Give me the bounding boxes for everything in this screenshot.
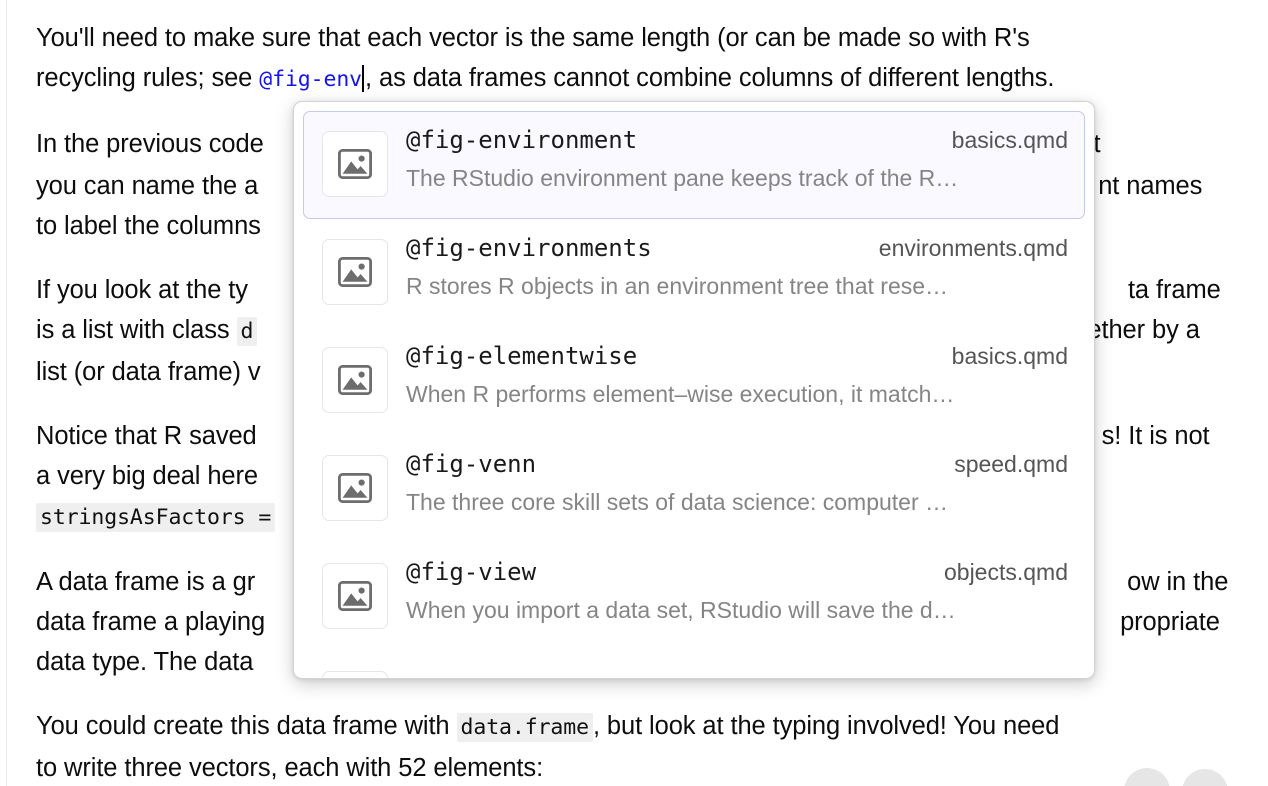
paragraph-4-line3[interactable]: stringsAsFactors = — [36, 496, 1236, 538]
paragraph-1-line2[interactable]: recycling rules; see @fig-env, as data f… — [36, 58, 1236, 100]
text-run: propriate — [1120, 608, 1220, 636]
autocomplete-item[interactable] — [303, 651, 1085, 678]
autocomplete-item-id: @fig-view — [406, 558, 537, 586]
text-run: ow in the — [1127, 568, 1229, 596]
text-cursor — [362, 65, 365, 92]
autocomplete-item-body — [406, 664, 1068, 677]
text-run: data frame a playing — [36, 608, 266, 636]
fab-right-button[interactable] — [1182, 769, 1228, 786]
autocomplete-item-description: When you import a data set, RStudio will… — [406, 597, 956, 623]
autocomplete-item-id: @fig-venn — [406, 450, 537, 478]
image-placeholder-icon — [322, 347, 388, 413]
fab-left-button[interactable] — [1124, 768, 1170, 786]
text-run: ether by a — [1087, 316, 1200, 344]
autocomplete-item-description: R stores R objects in an environment tre… — [406, 273, 949, 299]
inline-code[interactable]: d — [236, 317, 258, 346]
paragraph-5-line2[interactable]: data frame a playing propriate — [36, 602, 1236, 642]
autocomplete-item-header: @fig-elementwise basics.qmd — [406, 342, 1068, 370]
paragraph-5[interactable]: A data frame is a gr ow in the — [36, 562, 1236, 602]
paragraph-4-line2[interactable]: a very big deal here — [36, 456, 1236, 496]
image-placeholder-icon — [322, 239, 388, 305]
text-run: is a list with class — [36, 316, 237, 344]
window-gutter-divider — [6, 0, 7, 786]
autocomplete-item-id: @fig-elementwise — [406, 342, 638, 370]
text-run: , but look at the typing involved! You n… — [592, 712, 1060, 740]
text-run: In the previous code — [36, 130, 264, 158]
inline-code[interactable]: stringsAsFactors = — [36, 503, 276, 532]
text-run: Notice that R saved — [36, 422, 264, 450]
text-run: a very big deal here — [36, 462, 258, 490]
text-run: to write three vectors, each with 52 ele… — [36, 754, 544, 782]
paragraph-3-line2[interactable]: is a list with class d ether by a — [36, 310, 1236, 352]
text-run: recycling rules; see — [36, 64, 260, 92]
text-run: list (or data frame) v — [36, 358, 261, 386]
paragraph-4[interactable]: Notice that R saved s! It is not — [36, 416, 1236, 456]
text-run: nt names — [1098, 172, 1203, 200]
autocomplete-item-description: The three core skill sets of data scienc… — [406, 489, 949, 515]
autocomplete-item-description: The RStudio environment pane keeps track… — [406, 165, 959, 191]
paragraph-5-line3[interactable]: data type. The data — [36, 642, 1236, 682]
text-run: A data frame is a gr — [36, 568, 256, 596]
image-placeholder-icon — [322, 563, 388, 629]
image-placeholder-icon — [322, 131, 388, 197]
paragraph-1[interactable]: You'll need to make sure that each vecto… — [36, 18, 1236, 58]
autocomplete-item-header: @fig-environment basics.qmd — [406, 126, 1068, 154]
paragraph-6-line2[interactable]: to write three vectors, each with 52 ele… — [36, 748, 1236, 786]
text-run: data type. The data — [36, 648, 254, 676]
autocomplete-item-filename: speed.qmd — [954, 451, 1068, 477]
autocomplete-item-filename: basics.qmd — [951, 127, 1068, 153]
paragraph-3[interactable]: If you look at the ty ta frame — [36, 270, 1236, 310]
text-run: If you look at the ty — [36, 276, 248, 304]
text-run: s! It is not — [1101, 422, 1210, 450]
autocomplete-item-header: @fig-venn speed.qmd — [406, 450, 1068, 478]
image-placeholder-icon — [322, 455, 388, 521]
autocomplete-item-id: @fig-environment — [406, 126, 638, 154]
text-run: You could create this data frame with — [36, 712, 457, 740]
autocomplete-item-filename: environments.qmd — [878, 235, 1068, 261]
text-run: ta frame — [1127, 276, 1221, 304]
text-run: you can name the a — [36, 172, 259, 200]
autocomplete-item[interactable]: @fig-environments environments.qmd R store… — [303, 219, 1085, 327]
paragraph-6[interactable]: You could create this data frame with da… — [36, 706, 1236, 748]
autocomplete-item-header: @fig-view objects.qmd — [406, 558, 1068, 586]
paragraph-2-line3[interactable]: to label the columns — [36, 206, 1236, 246]
text-run: You'll need to make sure that each vecto… — [36, 24, 1030, 52]
autocomplete-item-description: When R performs element–wise execution, … — [406, 381, 955, 407]
autocomplete-item-filename: basics.qmd — [951, 343, 1068, 369]
inline-code[interactable]: data.frame — [456, 713, 593, 742]
image-placeholder-icon — [322, 671, 388, 678]
autocomplete-item-body: @fig-environments environments.qmd R store… — [406, 232, 1068, 300]
autocomplete-item-header: @fig-environments environments.qmd — [406, 234, 1068, 262]
text-run: , as data frames cannot combine columns … — [365, 64, 1055, 92]
text-run: to label the columns — [36, 212, 261, 240]
autocomplete-item-id: @fig-environments — [406, 234, 652, 262]
paragraph-3-line3[interactable]: list (or data frame) v — [36, 352, 1236, 392]
autocomplete-item-filename: objects.qmd — [943, 559, 1068, 585]
paragraph-2-line2[interactable]: you can name the a nt names — [36, 166, 1236, 206]
xref-token[interactable]: @fig-env — [259, 67, 363, 92]
